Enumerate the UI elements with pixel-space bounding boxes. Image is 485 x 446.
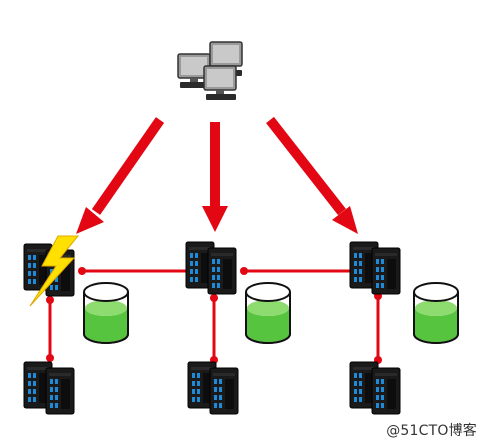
database-left-icon	[83, 282, 129, 344]
server-left-replica-icon	[24, 362, 74, 414]
server-center-replica-icon	[188, 362, 238, 414]
database-right-icon	[413, 282, 459, 344]
watermark-text: @51CTO博客	[386, 423, 477, 439]
node-links	[48, 269, 380, 360]
lightning-bolt-icon	[29, 235, 80, 307]
server-center-primary-icon	[186, 242, 236, 294]
right-request-arrow	[266, 116, 358, 234]
client-computers-icon	[177, 41, 243, 101]
database-center-icon	[245, 282, 291, 344]
center-request-arrow	[202, 122, 228, 232]
server-right-replica-icon	[350, 362, 400, 414]
server-left-primary-icon	[24, 244, 74, 296]
server-right-primary-icon	[350, 242, 400, 294]
left-request-arrow	[76, 117, 165, 234]
